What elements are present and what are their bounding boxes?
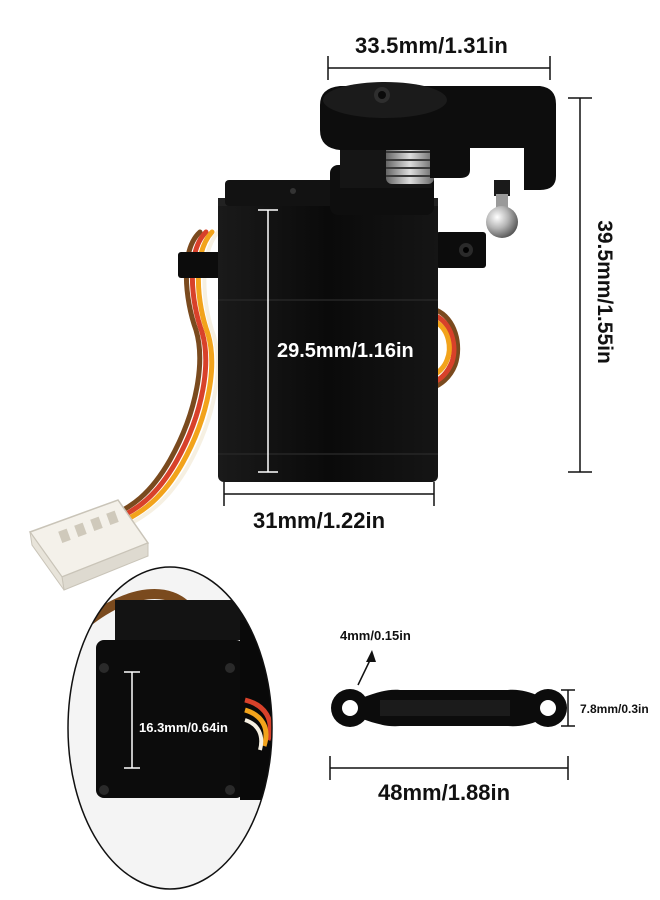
- linkage-thickness-label: 7.8mm/0.3in: [580, 702, 649, 716]
- arm-width-label: 33.5mm/1.31in: [355, 33, 509, 58]
- servo-body: [218, 198, 438, 482]
- body-depth-label: 16.3mm/0.64in: [139, 720, 228, 735]
- inset-detail: [67, 566, 273, 890]
- ball-joint: [486, 206, 518, 238]
- mount-tab-left: [178, 252, 224, 278]
- wire-connector: [28, 499, 150, 591]
- linkage-length-label: 48mm/1.88in: [378, 780, 511, 805]
- servo-main: [28, 82, 556, 591]
- body-width-label: 31mm/1.22in: [253, 508, 386, 533]
- dimension-lines: [223, 56, 592, 506]
- linkage-hole-label: 4mm/0.15in: [340, 628, 411, 643]
- linkage-rod: [331, 689, 567, 727]
- body-height-label: 29.5mm/1.16in: [277, 340, 414, 362]
- total-height-label: 39.5mm/1.55in: [593, 220, 616, 364]
- linkage-dimension-lines: [329, 650, 575, 780]
- servo-wires: [109, 229, 461, 526]
- servo-arm: [320, 82, 556, 238]
- inset-servo-side: [96, 640, 244, 798]
